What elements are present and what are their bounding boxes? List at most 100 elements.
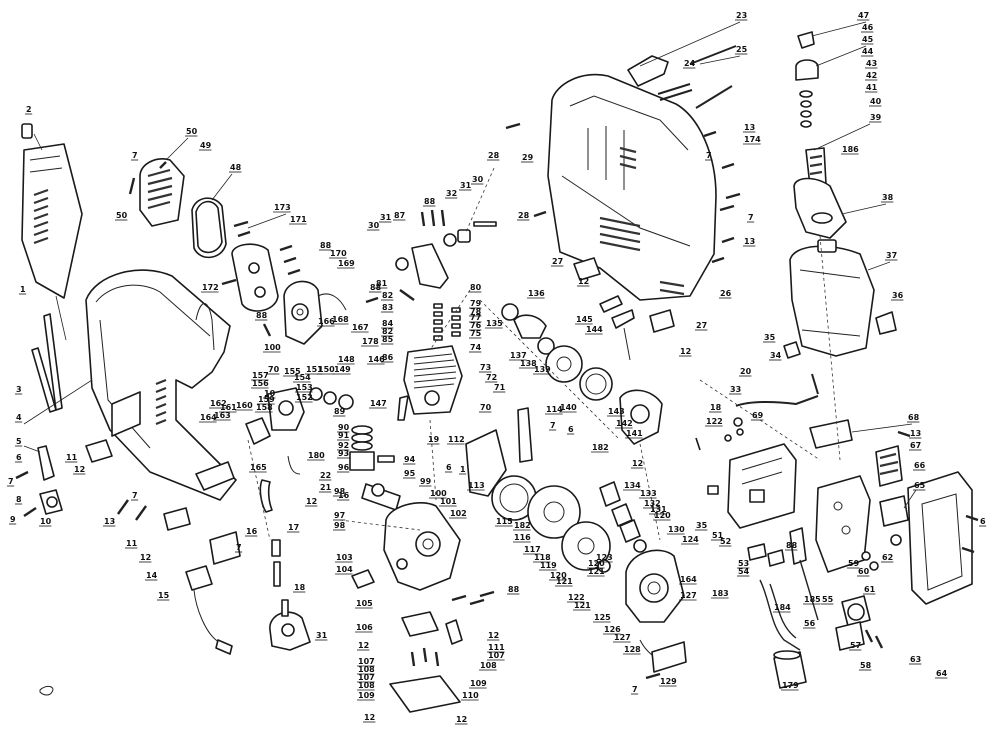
mount-blocks [573,257,675,333]
part-label: 152 [296,393,313,402]
part-label: 81 [376,279,388,288]
inverter-module [707,419,853,529]
part-label: 86 [382,353,394,362]
part-label: 184 [774,603,791,612]
part-label: 19 [428,435,440,444]
part-label: 8 [16,495,22,504]
part-label: 2 [26,105,32,114]
part-label: 120 [588,559,605,568]
part-label: 70 [268,365,280,374]
part-label: 50 [116,211,128,220]
part-label: 12 [358,641,369,650]
part-label: 12 [74,465,85,474]
starter-handle [599,295,635,361]
part-label: 124 [682,535,699,544]
part-label: 120 [654,511,671,520]
rubber-feet [37,439,191,531]
part-label: 170 [330,249,347,258]
corner-mark [39,685,54,696]
part-label: 79 [470,299,482,308]
part-label: 56 [804,619,816,628]
part-label: 92 [338,441,349,450]
fuel-tank [783,239,897,359]
part-label: 6 [980,517,986,526]
part-label: 16 [338,491,350,500]
part-label: 151 [306,365,323,374]
part-label: 37 [886,251,897,260]
part-label: 7 [132,491,138,500]
part-label: 28 [488,151,500,160]
part-label: 164 [680,575,697,584]
crankcase [351,502,461,591]
part-label: 103 [336,553,353,562]
part-label: 82 [382,327,393,336]
part-label: 10 [40,517,52,526]
part-label: 154 [294,373,311,382]
part-label: 129 [660,677,677,686]
outlet-parts [747,527,902,651]
part-label: 34 [770,351,782,360]
part-label: 130 [668,525,685,534]
fuel-pump [269,539,311,651]
part-label: 102 [450,509,467,518]
part-label: 133 [640,489,657,498]
part-label: 12 [578,277,589,286]
part-label: 114 [546,405,563,414]
part-label: 15 [158,591,170,600]
part-label: 180 [308,451,325,460]
part-label: 100 [264,343,281,352]
part-label: 155 [284,367,301,376]
part-label: 108 [358,681,375,690]
part-label: 90 [338,423,350,432]
part-label: 87 [394,211,405,220]
part-label: 107 [358,673,375,682]
part-label: 12 [488,631,499,640]
part-label: 26 [720,289,732,298]
part-label: 157 [252,371,269,380]
part-label: 163 [214,411,231,420]
part-label: 61 [864,585,876,594]
part-label: 165 [250,463,267,472]
left-housing [85,269,237,501]
starter-parts [501,303,663,445]
part-label: 125 [594,613,611,622]
part-label: 89 [334,407,346,416]
part-label: 179 [782,681,799,690]
part-label: 13 [104,517,115,526]
part-label: 28 [518,211,530,220]
part-label: 120 [550,571,567,580]
part-label: 57 [850,641,861,650]
part-label: 131 [650,505,667,514]
misc-hardware [695,417,744,451]
part-label: 13 [744,237,755,246]
part-label: 186 [842,145,859,154]
part-label: 167 [352,323,369,332]
part-label: 158 [256,403,273,412]
part-label: 30 [368,221,380,230]
part-label: 144 [586,325,603,334]
fuel-valve [185,531,241,655]
part-label: 88 [256,311,268,320]
part-label: 148 [338,355,355,364]
part-label: 75 [470,329,482,338]
part-label: 105 [356,599,373,608]
part-label: 142 [616,419,633,428]
part-label: 161 [220,403,237,412]
part-label: 24 [684,59,696,68]
part-label: 123 [596,553,613,562]
gasket-ring [191,197,227,259]
part-label: 12 [306,497,317,506]
part-label: 12 [456,715,467,724]
part-label: 122 [568,593,585,602]
part-label: 47 [858,11,869,20]
part-label: 7 [236,543,242,552]
cylinder-filter [773,650,807,689]
part-label: 162 [210,399,227,408]
part-label: 88 [508,585,520,594]
part-label: 182 [514,521,531,530]
part-label: 153 [296,383,313,392]
carburetor-assembly [245,387,354,513]
part-label: 14 [146,571,158,580]
part-label: 60 [858,567,870,576]
